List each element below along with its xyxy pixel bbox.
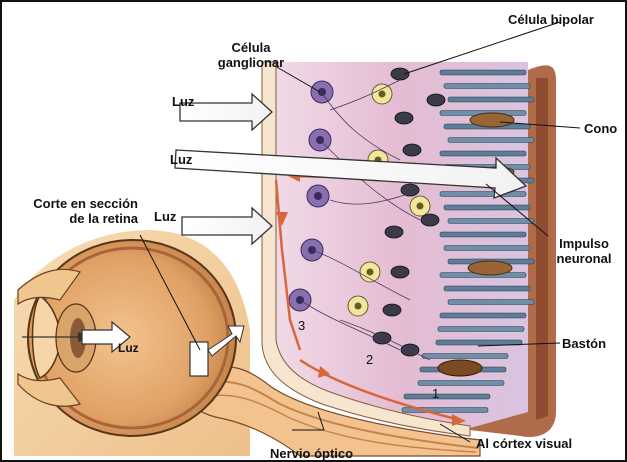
- rod: [436, 340, 522, 345]
- label-luz-2: Luz: [170, 152, 192, 167]
- rod: [440, 70, 526, 75]
- label-impulso-neuronal: Impulso neuronal: [546, 236, 622, 266]
- rod: [448, 300, 534, 305]
- rod: [440, 192, 526, 197]
- rod: [444, 246, 530, 251]
- receptor-cell-body: [403, 144, 421, 156]
- label-luz-eye: Luz: [118, 341, 139, 355]
- rod: [404, 394, 490, 399]
- label-corte-line1: Corte en sección: [12, 196, 138, 211]
- receptor-cell-body: [385, 226, 403, 238]
- rod: [418, 381, 504, 386]
- label-celula-ganglionar-line1: Célula: [214, 40, 288, 55]
- receptor-cell-body: [421, 214, 439, 226]
- label-nervio-optico: Nervio óptico: [270, 446, 353, 461]
- rod: [448, 219, 534, 224]
- receptor-cell-body: [383, 304, 401, 316]
- rod: [440, 232, 526, 237]
- receptor-cell-body: [391, 266, 409, 278]
- rod: [448, 138, 534, 143]
- rod: [438, 327, 524, 332]
- label-celula-ganglionar-line2: ganglionar: [214, 55, 288, 70]
- label-al-cortex-visual: Al córtex visual: [476, 436, 572, 451]
- rod: [422, 354, 508, 359]
- label-luz-3: Luz: [154, 209, 176, 224]
- label-celula-bipolar: Célula bipolar: [508, 12, 594, 27]
- label-luz-1: Luz: [172, 94, 194, 109]
- label-impulso-line2: neuronal: [546, 251, 622, 266]
- rod: [444, 286, 530, 291]
- label-corte-line2: de la retina: [12, 211, 138, 226]
- label-impulso-line1: Impulso: [546, 236, 622, 251]
- rod: [440, 151, 526, 156]
- receptor-cell-body: [401, 184, 419, 196]
- rod: [440, 313, 526, 318]
- rod: [448, 97, 534, 102]
- label-baston: Bastón: [562, 336, 606, 351]
- receptor-cell-body: [395, 112, 413, 124]
- number-3: 3: [298, 318, 305, 333]
- label-corte: Corte en sección de la retina: [12, 196, 138, 226]
- label-celula-ganglionar: Célula ganglionar: [214, 40, 288, 70]
- label-cono: Cono: [584, 121, 617, 136]
- number-1: 1: [432, 386, 439, 401]
- receptor-cell-body: [391, 68, 409, 80]
- rod: [444, 205, 530, 210]
- rod: [444, 84, 530, 89]
- number-2: 2: [366, 352, 373, 367]
- receptor-cell-body: [427, 94, 445, 106]
